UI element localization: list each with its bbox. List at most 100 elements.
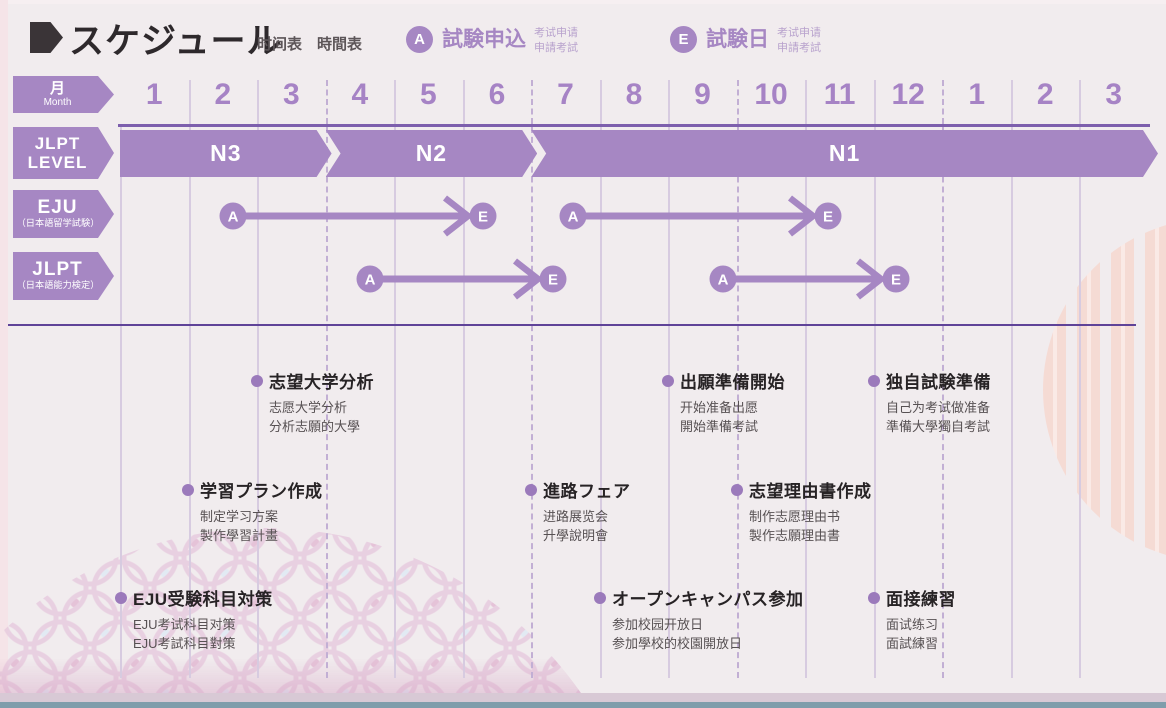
application-marker-icon [709, 265, 737, 293]
row-label-eju-sub: （日本語留学試験） [16, 218, 99, 229]
month-tick [1010, 80, 1013, 124]
milestone-dot-icon [115, 591, 127, 604]
gridline-dashed [942, 127, 945, 678]
marker-letter: E [823, 209, 833, 226]
exam-day-marker-icon [814, 202, 842, 230]
milestone-subtitle: EJU考试科目对策 [133, 617, 236, 632]
application-marker-icon [356, 265, 384, 293]
gridline [873, 127, 876, 678]
section-divider-line [8, 324, 1136, 326]
left-edge-strip [0, 0, 8, 708]
exam-day-marker-icon [882, 265, 910, 293]
milestone-head: 面接練習 [868, 585, 956, 610]
milestone-subtitle: 準備大學獨自考試 [886, 419, 991, 434]
row-label-level-line1: JLPT [34, 134, 81, 153]
month-number: 3 [282, 78, 300, 111]
marker-letter: A [228, 209, 239, 226]
milestone-subtitle: EJU考試科目對策 [133, 636, 236, 651]
month-number: 2 [1036, 78, 1054, 111]
milestone: EJU受験科目対策 EJU考试科目对策 EJU考試科目對策 [115, 585, 273, 653]
milestone-subtitle: 参加學校的校園開放日 [612, 636, 743, 651]
legend-e-subtitles: 考试申请 申請考試 [777, 26, 821, 56]
milestone-head: 出願準備開始 [662, 368, 785, 393]
month-tick [531, 80, 534, 124]
milestone-head: 進路フェア [525, 477, 631, 502]
marker-letter: A [365, 272, 376, 289]
milestone: 面接練習面试练习面試練習 [868, 585, 956, 653]
row-label-jlpt-sub: （日本語能力検定） [16, 280, 99, 291]
month-number: 2 [214, 78, 232, 111]
milestone-head: 志望理由書作成 [731, 477, 872, 502]
page-title: スケジュール [69, 22, 283, 61]
month-number: 8 [625, 78, 643, 111]
milestone: 学習プラン作成制定学习方案製作學習計畫 [182, 477, 323, 545]
gridline [257, 127, 260, 678]
milestone-title: 進路フェア [543, 482, 631, 501]
milestone-subtitle: 制定学习方案 [200, 509, 279, 524]
milestone-subtitle: 开始准备出愿 [680, 400, 759, 415]
month-number: 5 [420, 78, 437, 111]
milestone-dot-icon [731, 483, 743, 496]
milestone-subtitle: 自己为考试做准备 [886, 400, 991, 415]
milestone-subtitle: 開始準備考試 [680, 419, 759, 434]
milestone-dot-icon [594, 591, 606, 604]
milestone: 志望大学分析志愿大学分析分析志願的大學 [251, 368, 374, 436]
row-label-month: 月 Month [13, 76, 114, 113]
row-label-eju-main: EJU [37, 197, 78, 218]
legend-e-label: 試験日 [706, 28, 769, 51]
level-bar-n1: N1 [531, 130, 1158, 177]
month-number: 7 [557, 78, 574, 111]
legend-e-circle-icon: E [670, 26, 697, 53]
milestone-title: 志望理由書作成 [749, 482, 872, 501]
milestone-title: 志望大学分析 [269, 373, 374, 392]
milestone-dot-icon [251, 374, 263, 387]
legend-a-circle-icon: A [406, 26, 433, 53]
month-number: 1 [968, 78, 985, 111]
milestone-subtitle: 製作志願理由書 [749, 528, 841, 543]
marker-letter: A [568, 209, 579, 226]
exam-day-marker-icon [539, 265, 567, 293]
gridline [394, 127, 397, 678]
marker-letter: E [478, 209, 488, 226]
application-marker-icon [219, 202, 247, 230]
legend-a-sub2: 申請考試 [534, 42, 578, 54]
month-axis-line [118, 124, 1150, 127]
marker-letter: A [718, 272, 729, 289]
month-tick [325, 80, 328, 124]
row-label-jlpt: JLPT （日本語能力検定） [13, 252, 114, 300]
gridline [188, 127, 191, 678]
gridline [805, 127, 808, 678]
month-number: 10 [754, 78, 788, 111]
arrowhead-icon [855, 258, 887, 300]
milestone-dot-icon [662, 374, 674, 387]
milestone-head: オープンキャンパス参加 [594, 585, 803, 610]
gridline [120, 127, 122, 678]
month-number: 1 [145, 78, 163, 111]
arrowhead-icon [512, 258, 544, 300]
milestone-subtitle: 进路展览会 [543, 509, 609, 524]
month-number: 3 [1105, 78, 1123, 111]
legend-a-label: 試験申込 [442, 28, 526, 51]
legend-exam-day: E 試験日 考试申请 申請考試 [670, 26, 821, 56]
row-label-level-line2: LEVEL [27, 153, 88, 172]
milestone-subtitle: 分析志願的大學 [269, 419, 361, 434]
gridline [668, 127, 671, 678]
month-number: 9 [694, 78, 711, 111]
month-number: 6 [488, 78, 506, 111]
milestone-title: 学習プラン作成 [200, 482, 323, 501]
milestone: 志望理由書作成制作志愿理由书製作志願理由書 [731, 477, 872, 545]
bottom-teal-band [0, 702, 1166, 708]
row-label-jlpt-level: JLPT LEVEL [13, 127, 114, 179]
gridline-dashed [325, 127, 328, 678]
arrowhead-icon [787, 195, 819, 237]
gridline-dashed [736, 127, 739, 678]
milestone-head: EJU受験科目対策 [115, 585, 273, 610]
milestone-dot-icon [182, 483, 194, 496]
month-number: 4 [351, 78, 369, 111]
legend-e-sub1: 考试申请 [777, 27, 821, 39]
milestone: 出願準備開始开始准备出愿開始準備考試 [662, 368, 785, 436]
milestone-subtitle: 参加校园开放日 [612, 617, 704, 632]
arrowhead-icon [442, 195, 474, 237]
level-bar-n2: N2 [326, 130, 538, 177]
